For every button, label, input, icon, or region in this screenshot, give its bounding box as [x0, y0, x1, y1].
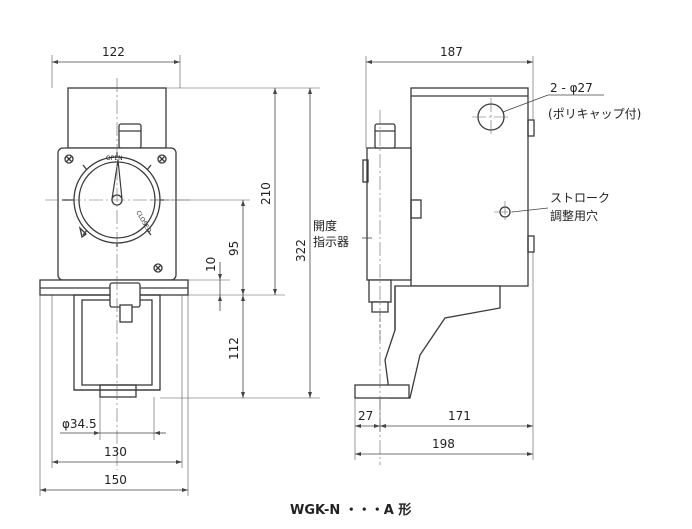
side-bracket: [384, 285, 501, 399]
side-housing: [410, 87, 529, 287]
dim-95: 95: [227, 241, 241, 256]
screw-icon: [64, 154, 74, 164]
dim-150: 150: [104, 473, 127, 487]
dim-27: 27: [358, 409, 373, 423]
dim-171: 171: [448, 409, 471, 423]
dim-187: 187: [440, 45, 463, 59]
side-base-foot: [354, 384, 410, 399]
dim-122: 122: [102, 45, 125, 59]
indicator-label-line1: 開度: [313, 218, 337, 233]
side-dimensions: 187 27 171 198: [354, 45, 534, 460]
dim-198: 198: [432, 437, 455, 451]
hole-count-label: 2 - φ27: [550, 81, 593, 95]
dial-open-label: OPEN: [106, 155, 123, 162]
side-view: [354, 87, 535, 465]
figure-caption: WGK-N ・・・A 形: [290, 503, 411, 518]
hole-note-label: (ポリキャップ付): [548, 107, 641, 121]
dim-130: 130: [104, 445, 127, 459]
dim-322: 322: [294, 239, 308, 262]
dim-10: 10: [204, 257, 218, 272]
indicator-label-line2: 指示器: [313, 234, 349, 249]
front-dimensions: 122 210 322 95 10 112 φ34.5: [39, 45, 320, 496]
front-knob: [118, 123, 142, 149]
dim-112: 112: [227, 337, 241, 360]
screw-icon: [153, 263, 163, 273]
side-indicator-box: [366, 147, 412, 281]
front-stem-coupling: [109, 282, 141, 308]
side-knob: [374, 123, 396, 149]
dim-phi-34-5: φ34.5: [62, 417, 97, 431]
front-view: OPEN CLOSED: [39, 78, 190, 470]
dim-210: 210: [259, 182, 273, 205]
stroke-label-line1: ストローク: [550, 191, 610, 205]
annotations: 2 - φ27 (ポリキャップ付) ストローク 調整用穴 開度 指示器: [313, 81, 641, 249]
screw-icon: [157, 154, 167, 164]
stroke-label-line2: 調整用穴: [550, 208, 598, 223]
